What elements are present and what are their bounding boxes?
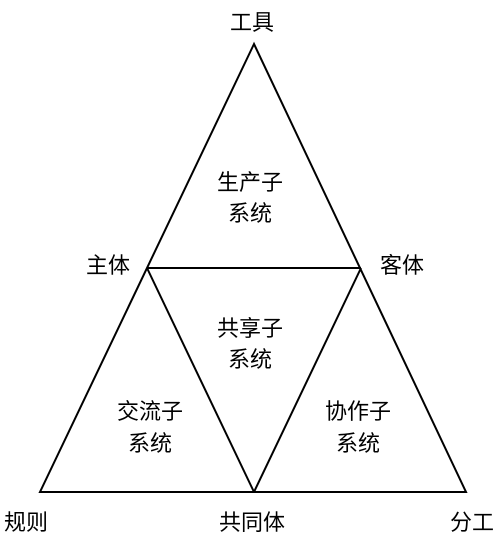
- vertex-label-community: 共同体: [219, 511, 285, 536]
- vertex-label-rules: 规则: [4, 511, 48, 536]
- vertex-label-object: 客体: [380, 254, 424, 279]
- subsystem-communication-line1: 交流子: [117, 400, 183, 425]
- subsystem-sharing-line1: 共享子: [217, 317, 283, 342]
- subsystem-collaboration-line2: 系统: [336, 432, 380, 457]
- subsystem-collaboration-line1: 协作子: [325, 400, 391, 425]
- vertex-label-subject: 主体: [86, 254, 130, 279]
- vertex-label-tools: 工具: [230, 11, 274, 36]
- subsystem-production-line1: 生产子: [217, 171, 283, 196]
- subsystem-communication-line2: 系统: [128, 432, 172, 457]
- subsystem-sharing-line2: 系统: [228, 348, 272, 373]
- subsystem-production-line2: 系统: [228, 202, 272, 227]
- inner-edge-right: [253, 267, 362, 493]
- vertex-label-division-of-labor: 分工: [450, 511, 494, 536]
- inner-edge-left: [146, 267, 255, 493]
